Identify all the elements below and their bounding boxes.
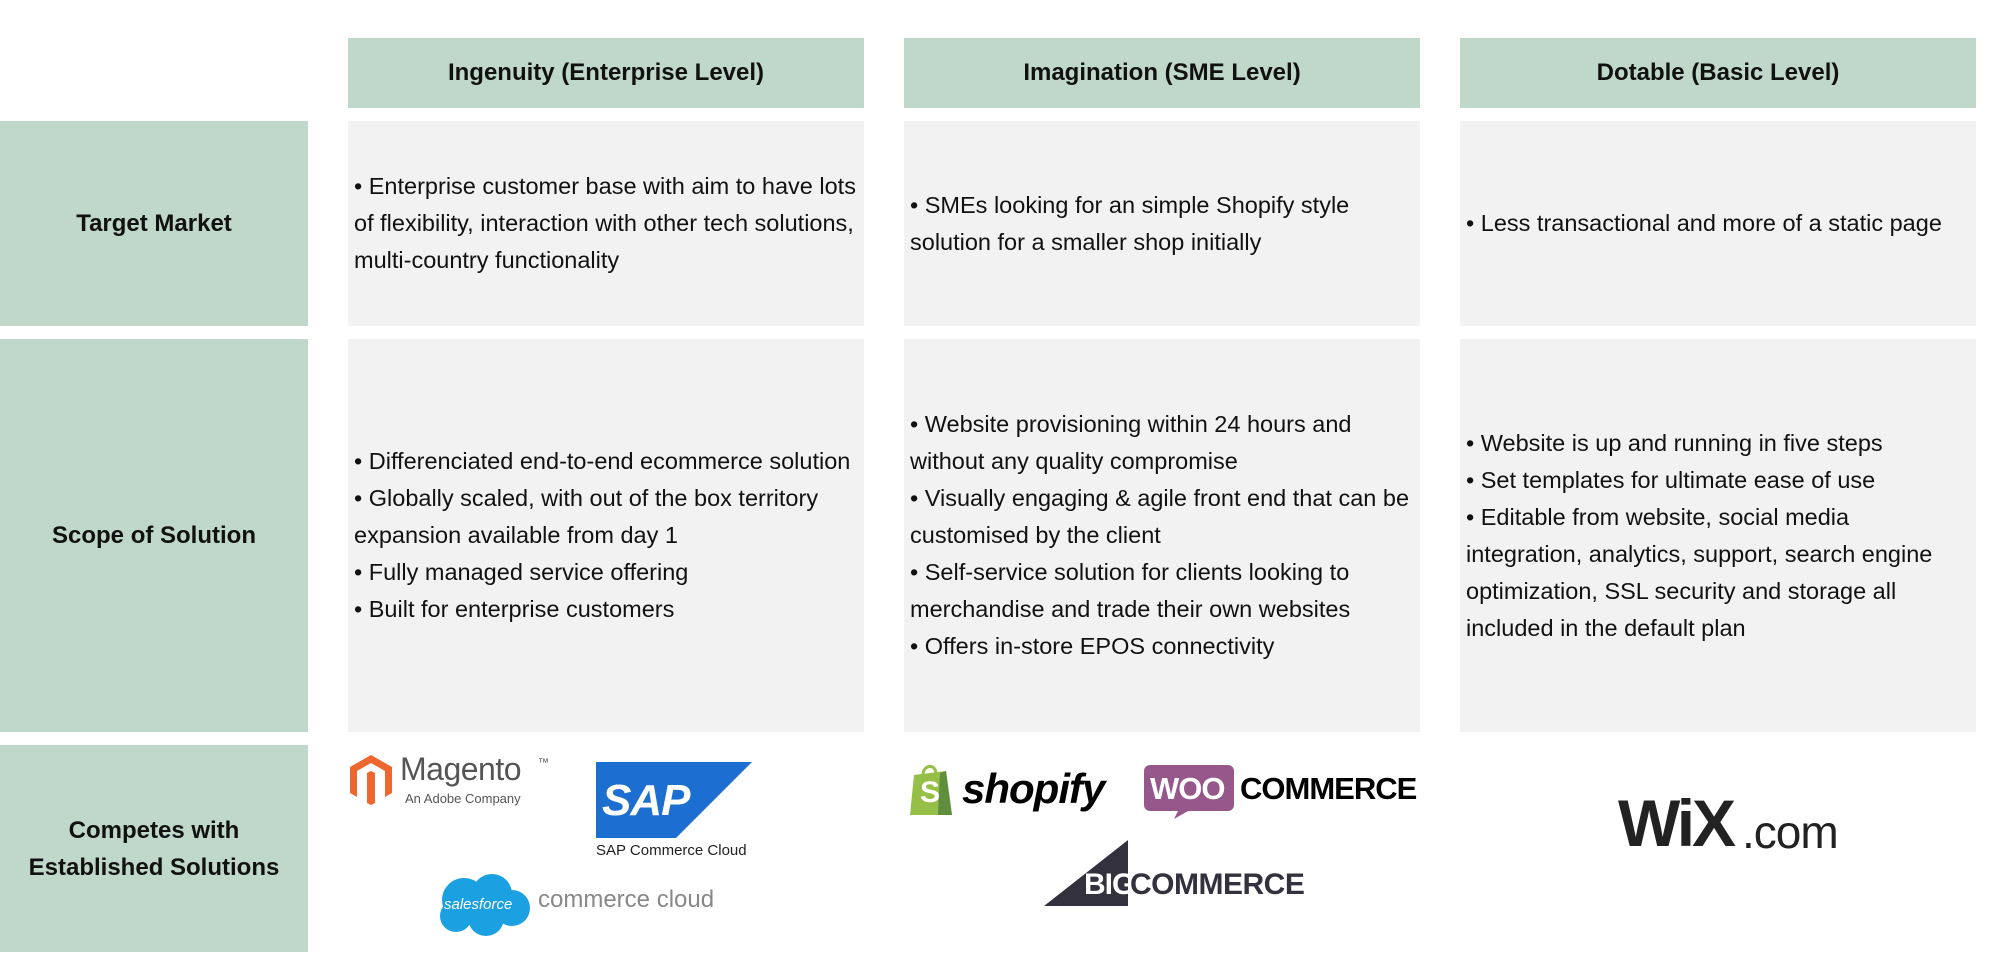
bullet-list: • SMEs looking for an simple Shopify sty… <box>910 187 1414 261</box>
logos-ingenuity: Magento ™ An Adobe Company SAP SAP Comme… <box>348 745 864 952</box>
bullet-item: • Website is up and running in five step… <box>1466 429 1883 456</box>
bullet-item: • Fully managed service offering <box>354 559 689 585</box>
bullet-item: • SMEs looking for an simple Shopify sty… <box>910 191 1350 255</box>
column-header-ingenuity: Ingenuity (Enterprise Level) <box>348 38 864 108</box>
logos-dotable: WiX .com <box>1460 745 1976 952</box>
sap-icon <box>596 762 752 838</box>
bullet-item: • Offers in-store EPOS connectivity <box>910 633 1275 659</box>
scope-imagination: • Website provisioning within 24 hours a… <box>904 339 1420 732</box>
target-market-dotable: • Less transactional and more of a stati… <box>1460 121 1976 326</box>
salesforce-commerce-cloud-logo: salesforce commerce cloud <box>434 870 724 940</box>
target-market-ingenuity: • Enterprise customer base with aim to h… <box>348 121 864 326</box>
bullet-item: • Editable from website, social media in… <box>1466 503 1933 641</box>
scope-dotable: • Website is up and running in five step… <box>1460 339 1976 732</box>
bullet-list: • Less transactional and more of a stati… <box>1466 205 1942 242</box>
wix-logo: WiX .com <box>1618 785 1918 865</box>
bullet-list: • Website is up and running in five step… <box>1466 425 1970 647</box>
shopify-logo: S shopify <box>908 761 1118 821</box>
woocommerce-logo: WOO COMMERCE <box>1144 765 1417 819</box>
magento-icon <box>350 755 392 805</box>
bullet-item: • Visually engaging & agile front end th… <box>910 485 1410 548</box>
row-label-scope-of-solution: Scope of Solution <box>0 339 308 732</box>
bigcommerce-logo: BIG COMMERCE <box>1044 840 1314 906</box>
bullet-item: • Differenciated end-to-end ecommerce so… <box>354 448 851 474</box>
row-label-competes: Competes with Established Solutions <box>0 745 308 952</box>
bullet-list: • Website provisioning within 24 hours a… <box>910 406 1414 665</box>
woocommerce-name: COMMERCE <box>1240 771 1417 806</box>
bullet-item: • Website provisioning within 24 hours a… <box>910 411 1352 474</box>
sap-logo: SAP SAP Commerce Cloud <box>596 762 766 859</box>
bigcommerce-triangle-icon <box>1044 840 1128 906</box>
bigcommerce-big: BIG <box>1084 868 1135 901</box>
magento-trademark: ™ <box>538 757 549 769</box>
target-market-imagination: • SMEs looking for an simple Shopify sty… <box>904 121 1420 326</box>
magento-subtitle: An Adobe Company <box>405 791 521 806</box>
bigcommerce-name: COMMERCE <box>1130 868 1305 901</box>
salesforce-badge: salesforce <box>444 896 513 913</box>
column-header-imagination: Imagination (SME Level) <box>904 38 1420 108</box>
bullet-item: • Set templates for ultimate ease of use <box>1466 466 1876 493</box>
sap-subtitle: SAP Commerce Cloud <box>596 842 747 859</box>
bullet-list: • Enterprise customer base with aim to h… <box>354 168 858 279</box>
shopify-bag-icon <box>910 765 952 815</box>
bullet-list: • Differenciated end-to-end ecommerce so… <box>354 443 858 628</box>
sap-name: SAP <box>602 776 690 825</box>
shopify-name: shopify <box>962 765 1105 812</box>
salesforce-product-name: commerce cloud <box>538 886 715 913</box>
woocommerce-badge: WOO <box>1150 771 1225 806</box>
column-header-dotable: Dotable (Basic Level) <box>1460 38 1976 108</box>
row-label-line: Competes with <box>68 816 240 844</box>
magento-logo: Magento ™ An Adobe Company <box>348 751 549 813</box>
salesforce-cloud-icon <box>440 874 530 936</box>
wix-name: WiX <box>1618 786 1736 860</box>
scope-ingenuity: • Differenciated end-to-end ecommerce so… <box>348 339 864 732</box>
row-label-line: Established Solutions <box>28 853 280 881</box>
magento-name: Magento <box>400 751 522 787</box>
bullet-item: • Built for enterprise customers <box>354 596 675 622</box>
row-label-target-market: Target Market <box>0 121 308 326</box>
bullet-item: • Globally scaled, with out of the box t… <box>354 485 819 548</box>
bullet-item: • Self-service solution for clients look… <box>910 559 1351 622</box>
bullet-item: • Less transactional and more of a stati… <box>1466 210 1942 236</box>
shopify-bag-letter: S <box>920 776 941 809</box>
bullet-item: • Enterprise customer base with aim to h… <box>354 173 856 273</box>
woocommerce-bubble-icon <box>1144 765 1234 819</box>
wix-domain: .com <box>1742 806 1839 858</box>
logos-imagination: S shopify WOO COMMERCE BIG COMMERCE <box>904 745 1420 952</box>
